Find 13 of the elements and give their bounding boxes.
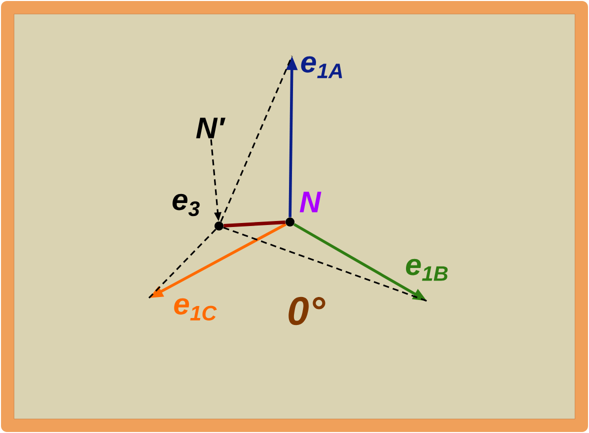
phasor-label: e$_{1A}$	[301, 56, 342, 78]
dashed-line	[220, 56, 293, 222]
junction-dot	[286, 218, 294, 226]
point-label: N′	[196, 118, 226, 138]
phasor-label: e$_{1C}$	[174, 298, 217, 321]
phasor-label: e$_{3}$	[172, 194, 200, 216]
dashed-line	[223, 226, 428, 302]
phasor-line	[224, 220, 286, 228]
dashed-line	[148, 228, 216, 299]
angle-label: 0°	[288, 296, 326, 326]
junction-dot	[214, 222, 224, 230]
phasor-label: e$_{1B}$	[406, 258, 448, 281]
phasor-label: N	[300, 192, 322, 212]
